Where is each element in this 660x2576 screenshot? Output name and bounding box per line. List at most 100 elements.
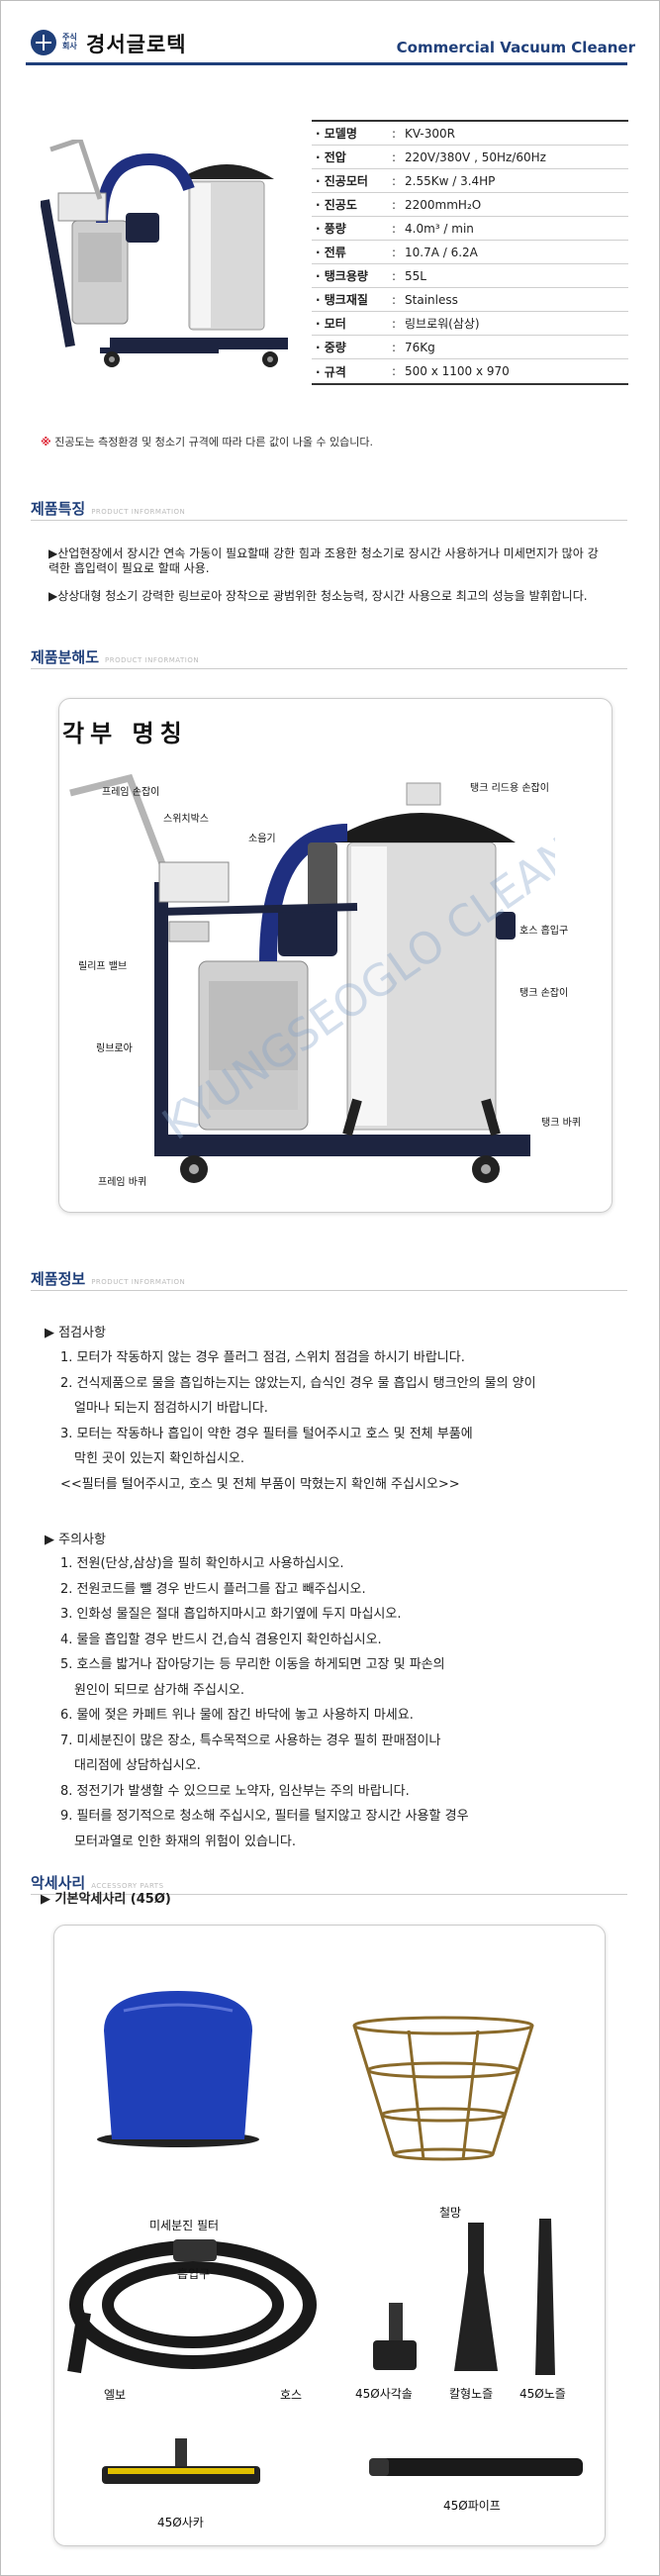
spec-row: · 풍량:4.0m³ / min — [312, 217, 628, 241]
product-category-title: Commercial Vacuum Cleaner — [396, 39, 635, 56]
check-item: 1. 모터가 작동하지 않는 경우 플러그 점검, 스위치 점검을 하시기 바랍… — [60, 1350, 465, 1365]
spec-row: · 전류:10.7A / 6.2A — [312, 241, 628, 264]
spec-value: 10.7A / 6.2A — [405, 245, 478, 259]
spec-key: · 탱크용량 — [316, 269, 368, 283]
product-image — [41, 140, 288, 367]
hose-image — [67, 2239, 317, 2374]
logo-small-text: 주식 회사 — [62, 33, 77, 50]
caution-item: 원인이 되므로 삼가해 주십시오. — [74, 1682, 245, 1698]
caption-filter: 미세분진 필터 — [149, 2219, 220, 2232]
caution-item: 2. 전원코드를 뺄 경우 반드시 플러그를 잡고 빼주십시오. — [60, 1581, 366, 1597]
spec-key: · 풍량 — [316, 222, 346, 236]
caption-square-nozzle: 45Ø사각솔 — [355, 2387, 413, 2401]
spec-key: · 전류 — [316, 246, 346, 259]
feature-item: ▶상상대형 청소기 강력한 링브로아 장착으로 광범위한 청소능력, 장시간 사… — [48, 589, 588, 603]
spec-row: · 모델명:KV-300R — [312, 122, 628, 146]
caption-cage: 철망 — [439, 2206, 462, 2220]
spec-value: 2200mmH₂O — [405, 197, 482, 212]
caution-list: 1. 전원(단상,삼상)을 필히 확인하시고 사용하십시오. 2. 전원코드를 … — [60, 1551, 624, 1854]
label-frame-wheel: 프레임 바퀴 — [98, 1177, 147, 1188]
spec-key: · 진공모터 — [316, 174, 368, 188]
round-nozzle-image — [535, 2219, 555, 2375]
spec-row: · 규격:500 x 1100 x 970 — [312, 359, 628, 383]
caution-item: 5. 호스를 밟거나 잡아당기는 등 무리한 이동을 하게되면 고장 및 파손의 — [60, 1657, 445, 1672]
company-name: 경서글로텍 — [86, 33, 187, 56]
section-divider — [31, 668, 627, 669]
caution-item: 6. 물에 젖은 카페트 위나 물에 잠긴 바닥에 놓고 사용하지 마세요. — [60, 1708, 414, 1723]
label-tank-lid-handle: 탱크 리드용 손잡이 — [470, 783, 549, 794]
spec-value: 76Kg — [405, 340, 435, 354]
caution-item: 9. 필터를 정기적으로 청소해 주십시오, 필터를 털지않고 장시간 사용할 … — [60, 1809, 469, 1824]
spec-row: · 전압:220V/380V , 50Hz/60Hz — [312, 146, 628, 169]
spec-row: · 탱크용량:55L — [312, 264, 628, 288]
label-tank-handle: 탱크 손잡이 — [519, 988, 569, 999]
caution-item: 1. 전원(단상,삼상)을 필히 확인하시고 사용하십시오. — [60, 1556, 344, 1571]
label-switch-box: 스위치박스 — [163, 814, 209, 825]
spec-key: · 중량 — [316, 341, 346, 354]
spec-row: · 모터:링브로워(삼상) — [312, 312, 628, 336]
label-ring-blower: 링브로아 — [96, 1043, 133, 1054]
feature-item: ▶산업현장에서 장시간 연속 가동이 필요할때 강한 힘과 조용한 청소기로 장… — [48, 546, 599, 575]
check-list: 1. 모터가 작동하지 않는 경우 플러그 점검, 스위치 점검을 하시기 바랍… — [60, 1345, 624, 1497]
spec-value: Stainless — [405, 292, 458, 307]
spec-table: · 모델명:KV-300R · 전압:220V/380V , 50Hz/60Hz… — [312, 120, 628, 385]
pipe-image — [369, 2458, 583, 2476]
square-nozzle-image — [373, 2303, 417, 2370]
section-divider — [31, 1290, 627, 1291]
spec-row: · 탱크재질:Stainless — [312, 288, 628, 312]
spec-key: · 진공도 — [316, 198, 357, 212]
caution-item: 3. 인화성 물질은 절대 흡입하지마시고 화기옆에 두지 마십시오. — [60, 1607, 402, 1622]
spec-row: · 중량:76Kg — [312, 336, 628, 359]
parts-diagram-image: KYUNGSEOGLO CLEAN — [69, 773, 555, 1183]
caution-item: 대리점에 상담하십시오. — [74, 1758, 201, 1773]
label-relief-valve: 릴리프 밸브 — [78, 961, 128, 972]
caption-pipe: 45Ø파이프 — [443, 2499, 501, 2513]
caution-item: 8. 정전기가 발생할 수 있으므로 노약자, 임산부는 주의 바랍니다. — [60, 1783, 410, 1799]
check-item: 2. 건식제품으로 물을 흡입하는지는 않았는지, 습식인 경우 물 흡입시 탱… — [60, 1375, 536, 1391]
caption-hose-inlet: 흡입구 — [177, 2267, 211, 2281]
caution-item: 모터과열로 인한 화재의 위험이 있습니다. — [74, 1833, 296, 1849]
caption-hose: 호스 — [280, 2388, 303, 2402]
caption-crevice-nozzle: 칼형노즐 — [449, 2387, 494, 2401]
header: 주식 회사 경서글로텍 Commercial Vacuum Cleaner — [1, 1, 659, 70]
caution-item: 7. 미세분진이 많은 장소, 특수목적으로 사용하는 경우 필히 판매점이나 — [60, 1733, 441, 1748]
crevice-nozzle-image — [454, 2223, 498, 2371]
spec-value: 링브로워(삼상) — [405, 317, 480, 331]
note-mark: ※ — [41, 436, 51, 448]
caption-squeegee: 45Ø사카 — [157, 2516, 204, 2529]
check-item: <<필터를 털어주시고, 호스 및 전체 부품이 막혔는지 확인해 주십시오>> — [60, 1476, 460, 1492]
spec-value: 220V/380V , 50Hz/60Hz — [405, 149, 546, 164]
caption-round-nozzle: 45Ø노즐 — [519, 2387, 566, 2401]
squeegee-image — [102, 2438, 260, 2484]
spec-value: KV-300R — [405, 126, 455, 141]
cage-image — [352, 2016, 534, 2161]
section-divider — [31, 1894, 627, 1895]
spec-row: · 진공모터:2.55Kw / 3.4HP — [312, 169, 628, 193]
caution-heading: ▶ 주의사항 — [45, 1533, 106, 1547]
company-logo-icon — [31, 30, 56, 55]
check-heading: ▶ 점검사항 — [45, 1326, 106, 1340]
spec-key: · 전압 — [316, 150, 346, 164]
parts-diagram-box — [58, 698, 613, 1213]
label-hose-inlet: 호스 흡입구 — [519, 926, 569, 937]
spec-key: · 모델명 — [316, 127, 357, 141]
label-tank-wheel: 탱크 바퀴 — [541, 1118, 581, 1129]
caption-elbow: 엘보 — [104, 2388, 127, 2402]
accessory-box — [53, 1925, 606, 2546]
spec-value: 55L — [405, 268, 426, 283]
caution-item: 4. 물을 흡입할 경우 반드시 건,습식 겸용인지 확인하십시오. — [60, 1632, 382, 1647]
spec-key: · 탱크재질 — [316, 293, 368, 307]
label-frame-handle: 프레임 손잡이 — [102, 787, 160, 798]
parts-diagram-title: 각부 명칭 — [62, 720, 188, 747]
spec-value: 500 x 1100 x 970 — [405, 364, 510, 378]
spec-key: · 규격 — [316, 364, 346, 379]
spec-value: 2.55Kw / 3.4HP — [405, 173, 496, 188]
spec-note: ※ 진공도는 측정환경 및 청소기 규격에 따라 다른 값이 나올 수 있습니다… — [41, 436, 374, 448]
check-item: 얼마나 되는지 점검하시기 바랍니다. — [74, 1401, 268, 1416]
header-divider — [26, 62, 627, 65]
check-item: 3. 모터는 작동하나 흡입이 약한 경우 필터를 털어주시고 호스 및 전체 … — [60, 1426, 473, 1441]
